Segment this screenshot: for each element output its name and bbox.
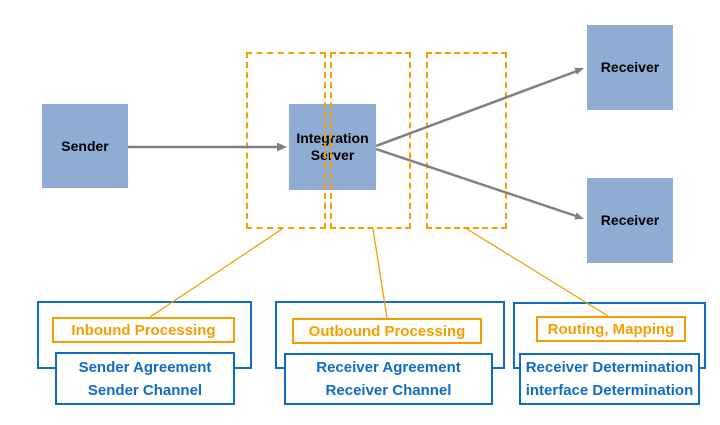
server-to-receiver-bottom-arrowhead <box>574 212 584 220</box>
sender-node: Sender <box>42 104 128 188</box>
integration-server-node: Integration Server <box>289 104 376 190</box>
receiver-determination-text: Receiver Determination <box>525 359 694 376</box>
inbound-processing-detail: Sender Agreement Sender Channel <box>55 352 235 405</box>
sender-agreement-text: Sender Agreement <box>78 358 212 376</box>
outbound-scope-dashed-box <box>330 52 411 229</box>
inbound-scope-dashed-box <box>246 52 326 229</box>
outbound-processing-detail: Receiver Agreement Receiver Channel <box>284 353 493 405</box>
receiver-channel-text: Receiver Channel <box>325 382 452 399</box>
inbound-processing-label: Inbound Processing <box>52 317 235 343</box>
sender-channel-text: Sender Channel <box>87 381 203 399</box>
server-to-receiver-top-arrowhead <box>574 67 584 75</box>
outbound-processing-label: Outbound Processing <box>292 318 482 344</box>
receiver-bottom-node: Receiver <box>587 178 673 263</box>
routing-mapping-label: Routing, Mapping <box>536 316 686 342</box>
interface-determination-text: interface Determination <box>525 382 694 399</box>
routing-scope-dashed-box <box>426 52 507 229</box>
receiver-top-node: Receiver <box>587 25 673 110</box>
receiver-agreement-text: Receiver Agreement <box>316 359 461 376</box>
routing-mapping-detail: Receiver Determination interface Determi… <box>519 353 700 405</box>
